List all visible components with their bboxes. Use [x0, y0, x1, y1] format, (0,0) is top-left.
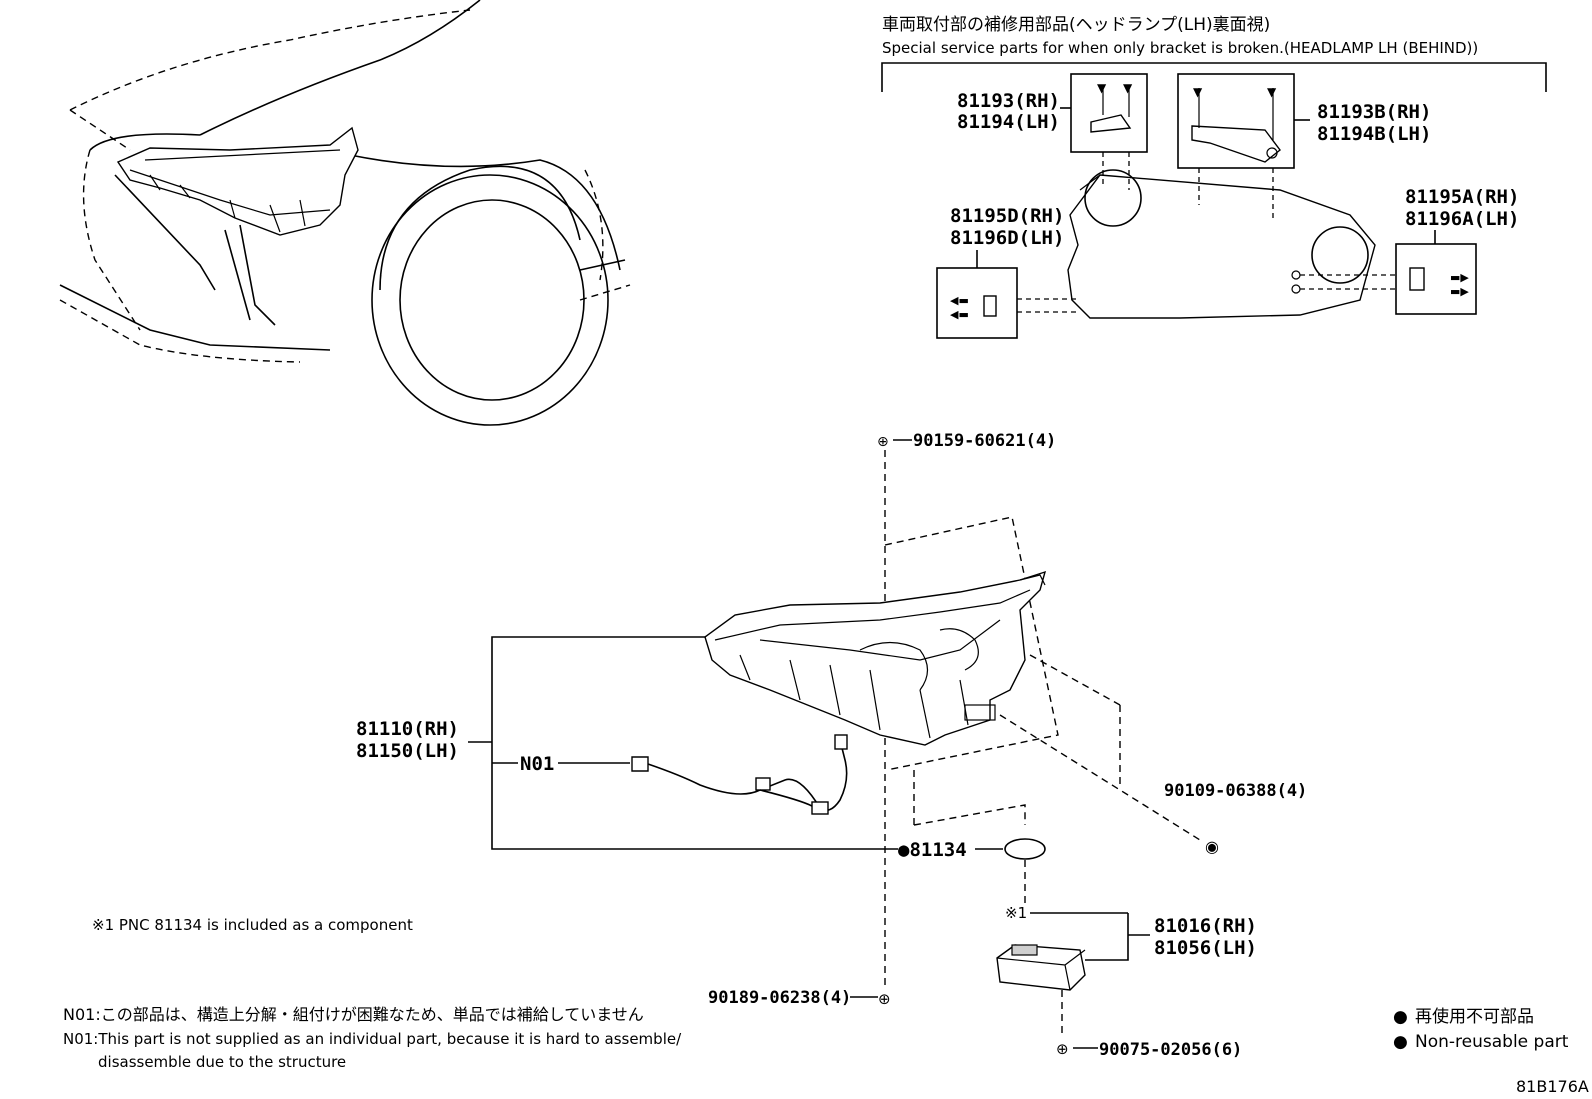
svg-text:◀▬: ◀▬	[950, 308, 969, 321]
wire-harness-n01	[631, 756, 649, 772]
screw-90189-icon: ⊕	[878, 990, 891, 1008]
screw-90109-label: 90109-06388(4)	[1164, 781, 1307, 801]
svg-text:▬▶: ▬▶	[1450, 271, 1469, 284]
screw-90075-icon: ⊕	[1056, 1040, 1069, 1058]
svg-text:▼: ▼	[1267, 85, 1277, 99]
screw-90159-icon: ⊕	[877, 434, 889, 450]
computer-lh-label: 81056(LH)	[1154, 937, 1257, 959]
screw-90075-label: 90075-02056(6)	[1099, 1040, 1242, 1060]
svg-text:▼: ▼	[1193, 85, 1203, 99]
bracket-81194b-lh-label: 81194B(LH)	[1317, 123, 1431, 145]
bracket-81193-rh-label: 81193(RH)	[957, 90, 1060, 112]
vehicle-overview-illustration	[59, 0, 631, 426]
figure-id: 81B176A	[1516, 1077, 1589, 1096]
svg-text:◀▬: ◀▬	[950, 294, 969, 307]
computer-rh-label: 81016(RH)	[1154, 915, 1257, 937]
inset-title-en: Special service parts for when only brac…	[882, 39, 1478, 57]
legend-text-en: Non-reusable part	[1415, 1032, 1569, 1052]
n01-note-jp: N01:この部品は、構造上分解・組付けが困難なため、単品では補給していません	[63, 1005, 644, 1024]
n01-note-en-line2: disassemble due to the structure	[98, 1053, 346, 1071]
ref-note: ※1 PNC 81134 is included as a component	[92, 916, 413, 934]
legend-text-jp: 再使用不可部品	[1415, 1006, 1534, 1027]
bracket-81196d-lh-label: 81196D(LH)	[950, 227, 1064, 249]
headlamp-exploded-view: ⊕ 90159-60621(4) 81110(RH) 81150(LH) N01…	[356, 431, 1307, 1060]
headlamp-callout-bracket	[491, 636, 898, 850]
bracket-81196a-lh-label: 81196A(LH)	[1405, 208, 1519, 230]
gasket-81134-label: ●81134	[898, 839, 967, 861]
wire-n01-label: N01	[520, 753, 554, 775]
bracket-81193-box	[1070, 73, 1148, 153]
service-bracket-inset: 車両取付部の補修用部品(ヘッドランプ(LH)裏面視) Special servi…	[881, 14, 1547, 339]
gasket-ring	[1004, 838, 1046, 860]
headlamp-rh-label: 81110(RH)	[356, 718, 459, 740]
ref-mark: ※1	[1005, 904, 1027, 922]
bracket-81195d-rh-label: 81195D(RH)	[950, 205, 1064, 227]
headlamp-assembly	[704, 570, 1047, 746]
legend-symbol-en: ●	[1393, 1032, 1408, 1052]
svg-text:▼: ▼	[1123, 81, 1133, 95]
n01-note-en-line1: N01:This part is not supplied as an indi…	[63, 1030, 682, 1048]
bracket-81195d-box	[936, 267, 1018, 339]
screw-90159-label: 90159-60621(4)	[913, 431, 1056, 451]
inset-title-jp: 車両取付部の補修用部品(ヘッドランプ(LH)裏面視)	[882, 14, 1270, 35]
screw-90109-icon: ◉	[1205, 837, 1219, 856]
screw-90189-label: 90189-06238(4)	[708, 988, 851, 1008]
headlamp-ecu	[996, 944, 1086, 991]
svg-text:▬▶: ▬▶	[1450, 285, 1469, 298]
legend: ● 再使用不可部品 ● Non-reusable part	[1393, 1006, 1569, 1052]
legend-symbol-jp: ●	[1393, 1007, 1408, 1027]
headlamp-lh-label: 81150(LH)	[356, 740, 459, 762]
bracket-81195a-rh-label: 81195A(RH)	[1405, 186, 1519, 208]
inset-bracket-line	[881, 62, 1547, 92]
svg-text:▼: ▼	[1097, 81, 1107, 95]
bracket-81193b-rh-label: 81193B(RH)	[1317, 101, 1431, 123]
bracket-81194-lh-label: 81194(LH)	[957, 111, 1060, 133]
